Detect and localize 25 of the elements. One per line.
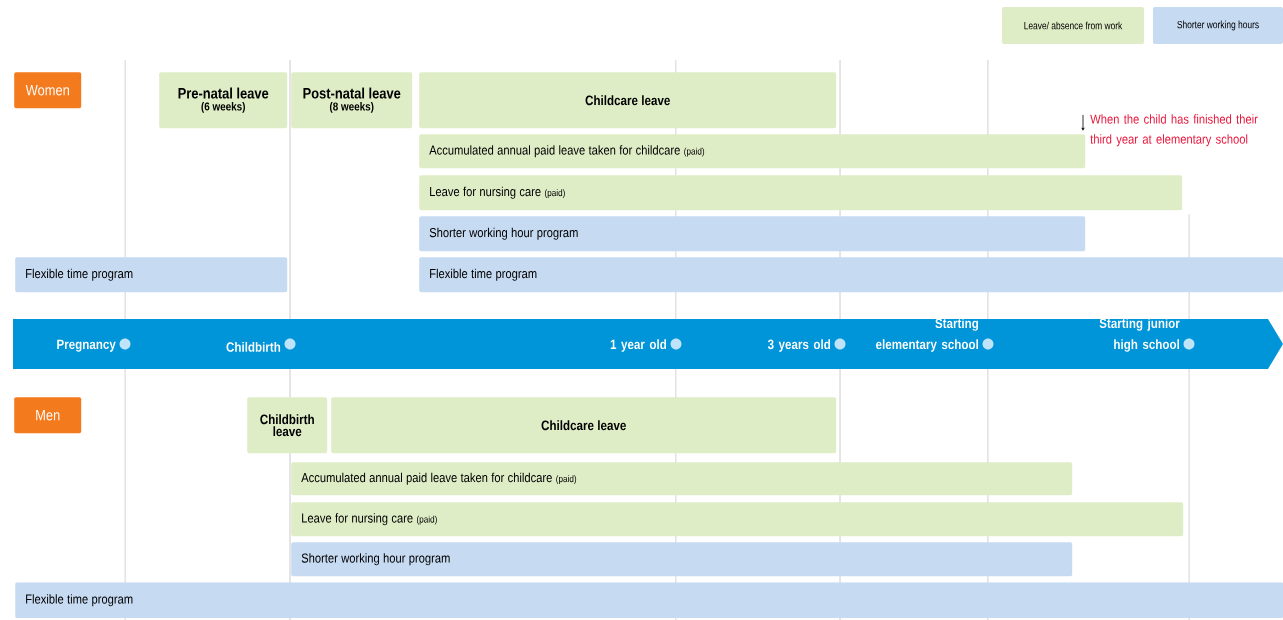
leave-bar: Childbirth leave xyxy=(247,397,328,454)
program-bar: Flexible time program xyxy=(15,582,1283,619)
milestone-label: Childbirth xyxy=(226,341,281,352)
legend-label: Shorter working hours xyxy=(1177,20,1259,31)
legend-label: Leave/ absence from work xyxy=(1024,21,1123,30)
milestone-label: Starting elementary school xyxy=(876,318,979,352)
milestone-label: 1 year old xyxy=(610,339,667,352)
milestone-label: Starting junior high school xyxy=(1099,318,1180,352)
milestone-label: Pregnancy xyxy=(57,339,116,352)
program-bar: Flexible time program xyxy=(419,257,1283,293)
leave-bar: Accumulated annual paid leave taken for childcare (paid) xyxy=(291,462,1073,496)
leave-bar: Post-natal leave (8 weeks) xyxy=(291,72,413,129)
group-tag: Women xyxy=(14,72,82,109)
leave-bar: Childcare leave xyxy=(419,72,837,129)
program-bar: Flexible time program xyxy=(15,257,288,293)
group-tag: Men xyxy=(14,397,82,434)
leave-bar: Leave for nursing care (paid) xyxy=(419,175,1183,211)
note-text: When the child has finished their third year at elementary school xyxy=(1090,114,1258,147)
leave-bar: Childcare leave xyxy=(331,397,837,454)
program-bar: Shorter working hour program xyxy=(419,216,1086,252)
program-bar: Shorter working hour program xyxy=(291,542,1073,577)
milestone-label: 3 years old xyxy=(767,339,830,352)
leave-bar: Accumulated annual paid leave taken for childcare (paid) xyxy=(419,134,1086,169)
leave-bar: Pre-natal leave (6 weeks) xyxy=(159,72,288,129)
leave-bar: Leave for nursing care (paid) xyxy=(291,502,1184,537)
